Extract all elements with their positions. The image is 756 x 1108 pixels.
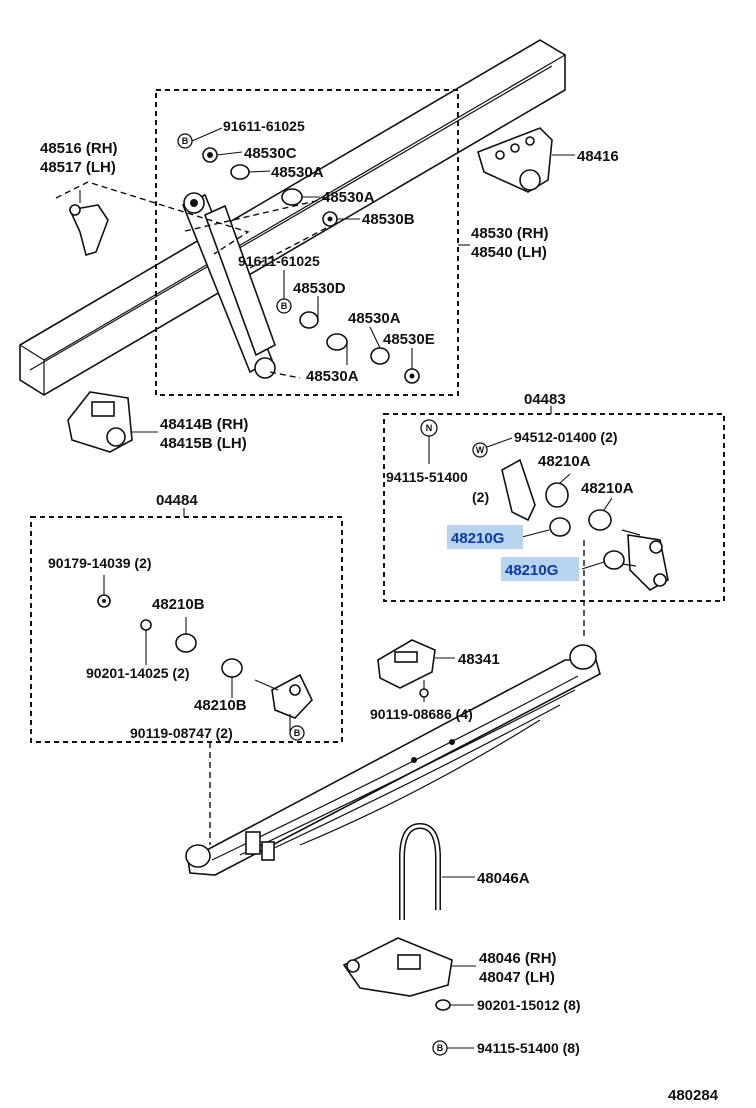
bracket-48341 <box>377 639 455 702</box>
label-90119-a: 90119-08686 (4) <box>370 706 473 722</box>
label-48414b: 48414B (RH) <box>160 416 248 433</box>
bottom-fasteners: B <box>432 999 474 1056</box>
label-48046a: 48046A <box>477 870 530 887</box>
label-48517: 48517 (LH) <box>40 159 116 176</box>
label-48530a-4: 48530A <box>306 368 359 385</box>
label-48530-rh: 48530 (RH) <box>471 225 549 242</box>
label-48516: 48516 (RH) <box>40 140 118 157</box>
highlight-48210g-2 <box>501 557 579 581</box>
label-90179: 90179-14039 (2) <box>48 555 152 571</box>
u-bolt-48046a <box>399 822 475 920</box>
label-91611-b: 91611-61025 <box>238 253 320 269</box>
nut-symbol: N <box>426 423 433 433</box>
label-91611-a: 91611-61025 <box>223 118 305 134</box>
shock-absorber <box>181 192 276 379</box>
kit-04484-box <box>30 516 343 743</box>
bolt-symbol-3: B <box>294 728 301 738</box>
kit-04483-box <box>383 413 725 602</box>
label-48416: 48416 <box>577 148 619 165</box>
bracket-48416 <box>477 127 575 193</box>
washer-symbol: W <box>476 445 485 455</box>
kit-04483-parts: N W <box>420 419 669 591</box>
label-48530e: 48530E <box>383 331 435 348</box>
shock-leaders <box>184 127 470 379</box>
label-48530b: 48530B <box>362 211 415 228</box>
shock-group-box <box>155 89 459 396</box>
frame-rail <box>19 39 566 396</box>
label-48341: 48341 <box>458 651 500 668</box>
label-94115-a-qty: (2) <box>472 489 489 505</box>
label-48530a-2: 48530A <box>322 189 375 206</box>
diagram-id: 480284 <box>668 1087 719 1104</box>
label-48530d: 48530D <box>293 280 346 297</box>
label-48210b-1: 48210B <box>152 596 205 613</box>
spring-dashed-links <box>209 540 585 845</box>
label-90201-a: 90201-14025 (2) <box>86 665 190 681</box>
label-48415b: 48415B (LH) <box>160 435 247 452</box>
label-48530a-3: 48530A <box>348 310 401 327</box>
label-48210a-2: 48210A <box>581 480 634 497</box>
label-48047-lh: 48047 (LH) <box>479 969 555 986</box>
label-48210g-1: 48210G <box>451 530 504 547</box>
bolt-symbol: B <box>182 136 189 146</box>
leaf-spring <box>185 644 601 876</box>
label-94512: 94512-01400 (2) <box>514 429 618 445</box>
bolt-symbol-2: B <box>281 301 288 311</box>
label-48046-rh: 48046 (RH) <box>479 950 557 967</box>
label-94115-b: 94115-51400 (8) <box>477 1040 580 1056</box>
label-90201-b: 90201-15012 (8) <box>477 997 581 1013</box>
bracket-48516 <box>55 181 250 257</box>
bolt-symbol-4: B <box>437 1043 444 1053</box>
bracket-48414b <box>67 391 158 453</box>
seat-plate-48046 <box>342 937 476 997</box>
label-kit-04483: 04483 <box>524 391 566 408</box>
kit-04484-parts: B <box>97 575 313 741</box>
label-48210g-2: 48210G <box>505 562 558 579</box>
highlight-48210g-1 <box>447 525 523 549</box>
label-48210a-1: 48210A <box>538 453 591 470</box>
label-90119-b: 90119-08747 (2) <box>130 725 233 741</box>
label-48210b-2: 48210B <box>194 697 247 714</box>
label-94115-a: 94115-51400 <box>386 469 468 485</box>
label-48530a-1: 48530A <box>271 164 324 181</box>
part-labels: 48516 (RH) 48517 (LH) 91611-61025 48530C… <box>40 118 719 1104</box>
shock-bushings: B B <box>177 133 420 384</box>
label-48530c: 48530C <box>244 145 297 162</box>
label-48540-lh: 48540 (LH) <box>471 244 547 261</box>
label-kit-04484: 04484 <box>156 492 198 509</box>
